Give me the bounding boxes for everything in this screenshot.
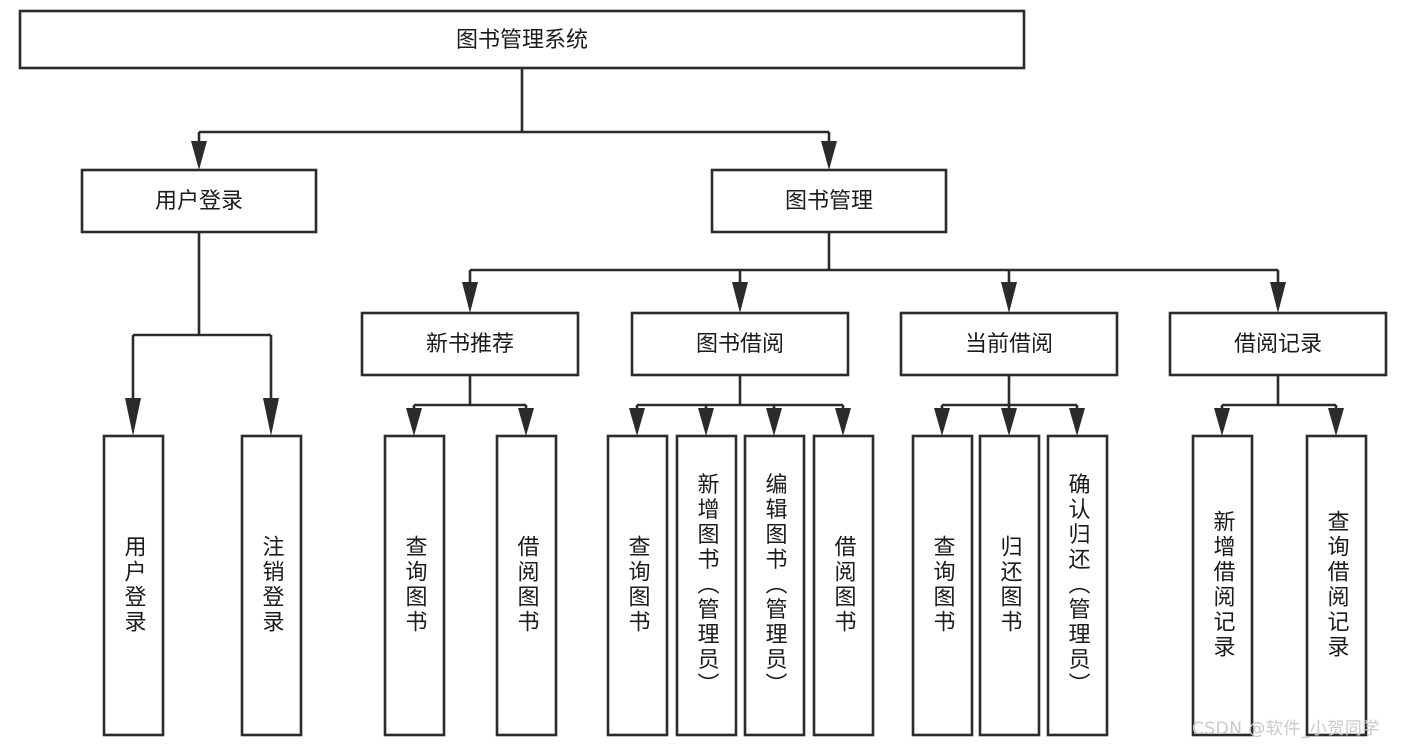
leaf-bb-borrow-book-box[interactable] bbox=[812, 434, 875, 737]
arrowhead-br-leaf-2 bbox=[1328, 408, 1344, 436]
leaf-node[interactable]: 查询图书 bbox=[606, 434, 669, 737]
leaf-br-add-record-label: 新增借阅记录 bbox=[1210, 510, 1236, 660]
leaf-node[interactable]: 借阅图书 bbox=[495, 434, 558, 737]
leaf-nb-borrow-book-label: 借阅图书 bbox=[514, 535, 540, 635]
leaf-node[interactable]: 查询借阅记录 bbox=[1305, 434, 1368, 737]
arrowhead-bm-to-current-borrow bbox=[1001, 282, 1017, 313]
node-borrow-record[interactable]: 借阅记录 bbox=[1168, 311, 1388, 377]
leaf-node[interactable]: 归还图书 bbox=[978, 434, 1041, 737]
leaf-node[interactable]: 用户登录 bbox=[102, 434, 165, 737]
node-book-manage-box[interactable] bbox=[710, 168, 948, 234]
leaf-cb-confirm-return-box[interactable] bbox=[1046, 434, 1109, 737]
leaf-bb-query-book-box[interactable] bbox=[606, 434, 669, 737]
leaf-br-add-record-box[interactable] bbox=[1191, 434, 1254, 737]
leaf-user-login-box[interactable] bbox=[102, 434, 165, 737]
leaf-cb-confirm-return-label: 确认归还（管理员） bbox=[1065, 473, 1091, 698]
leaf-cb-return-book-label: 归还图书 bbox=[997, 535, 1023, 635]
node-user-login-label: 用户登录 bbox=[155, 189, 243, 214]
connector-group-user-login bbox=[125, 232, 279, 436]
leaf-node[interactable]: 查询图书 bbox=[383, 434, 446, 737]
csdn-watermark: CSDN @软件_小贺同学 bbox=[1192, 719, 1380, 739]
leaf-bb-edit-book-box[interactable] bbox=[743, 434, 806, 737]
node-current-borrow-label: 当前借阅 bbox=[965, 332, 1053, 357]
leaf-br-query-record-box[interactable] bbox=[1305, 434, 1368, 737]
leaf-bb-add-book-label: 新增图书（管理员） bbox=[694, 473, 720, 698]
node-book-borrow-box[interactable] bbox=[630, 311, 850, 377]
connector-group-root bbox=[191, 68, 837, 170]
leaf-bb-borrow-book-label: 借阅图书 bbox=[831, 535, 857, 635]
node-user-login[interactable]: 用户登录 bbox=[80, 168, 318, 234]
node-book-manage[interactable]: 图书管理 bbox=[710, 168, 948, 234]
arrowhead-bb-leaf-4 bbox=[835, 408, 851, 436]
arrowhead-user-login-leaf-2 bbox=[263, 398, 279, 436]
leaf-nb-query-book-label: 查询图书 bbox=[402, 535, 428, 635]
leaf-bb-query-book-label: 查询图书 bbox=[625, 535, 651, 635]
node-new-book-recommend[interactable]: 新书推荐 bbox=[360, 311, 580, 377]
node-borrow-record-box[interactable] bbox=[1168, 311, 1388, 377]
leaf-node[interactable]: 注销登录 bbox=[240, 434, 303, 737]
arrowhead-bm-to-borrow-record bbox=[1270, 282, 1286, 313]
arrowhead-cb-leaf-1 bbox=[934, 408, 950, 436]
arrowhead-bb-leaf-1 bbox=[629, 408, 645, 436]
node-user-login-box[interactable] bbox=[80, 168, 318, 234]
leaf-node[interactable]: 新增图书（管理员） bbox=[675, 434, 738, 737]
leaf-nb-borrow-book-box[interactable] bbox=[495, 434, 558, 737]
leaf-user-logout-box[interactable] bbox=[240, 434, 303, 737]
leaf-bb-add-book-box[interactable] bbox=[675, 434, 738, 737]
node-root-label: 图书管理系统 bbox=[456, 28, 588, 53]
node-new-book-recommend-label: 新书推荐 bbox=[426, 332, 514, 357]
leaf-node[interactable]: 新增借阅记录 bbox=[1191, 434, 1254, 737]
arrowhead-bm-to-new-book bbox=[462, 282, 478, 313]
leaf-cb-return-book-box[interactable] bbox=[978, 434, 1041, 737]
leaf-node[interactable]: 编辑图书（管理员） bbox=[743, 434, 806, 737]
arrowhead-bb-leaf-2 bbox=[698, 408, 714, 436]
arrowhead-root-to-book-manage bbox=[821, 141, 837, 170]
leaf-node[interactable]: 确认归还（管理员） bbox=[1046, 434, 1109, 737]
connector-group-book-manage bbox=[462, 232, 1286, 313]
node-root[interactable]: 图书管理系统 bbox=[18, 9, 1026, 70]
node-current-borrow-box[interactable] bbox=[899, 311, 1119, 377]
connector-group-book-borrow bbox=[629, 375, 851, 436]
leaf-node[interactable]: 查询图书 bbox=[911, 434, 974, 737]
arrowhead-bb-leaf-3 bbox=[766, 408, 782, 436]
leaf-cb-query-book-label: 查询图书 bbox=[930, 535, 956, 635]
node-book-manage-label: 图书管理 bbox=[785, 189, 873, 214]
node-book-borrow-label: 图书借阅 bbox=[696, 332, 784, 357]
connector-group-borrow-record bbox=[1214, 375, 1344, 436]
arrowhead-root-to-user-login bbox=[191, 141, 207, 170]
arrowhead-user-login-leaf-1 bbox=[125, 398, 141, 436]
arrowhead-cb-leaf-2 bbox=[1001, 408, 1017, 436]
leaf-user-login-label: 用户登录 bbox=[121, 535, 147, 635]
node-root-box[interactable] bbox=[18, 9, 1026, 70]
leaf-user-logout-label: 注销登录 bbox=[259, 535, 285, 635]
arrowhead-nb-leaf-2 bbox=[518, 408, 534, 436]
connector-group-current-borrow bbox=[934, 375, 1085, 436]
arrowhead-cb-leaf-3 bbox=[1069, 408, 1085, 436]
leaf-br-query-record-label: 查询借阅记录 bbox=[1324, 510, 1350, 660]
leaf-nb-query-book-box[interactable] bbox=[383, 434, 446, 737]
arrowhead-nb-leaf-1 bbox=[406, 408, 422, 436]
node-current-borrow[interactable]: 当前借阅 bbox=[899, 311, 1119, 377]
leaf-cb-query-book-box[interactable] bbox=[911, 434, 974, 737]
arrowhead-br-leaf-1 bbox=[1214, 408, 1230, 436]
node-book-borrow[interactable]: 图书借阅 bbox=[630, 311, 850, 377]
connector-group-new-book bbox=[406, 375, 534, 436]
arrowhead-bm-to-book-borrow bbox=[732, 282, 748, 313]
node-new-book-recommend-box[interactable] bbox=[360, 311, 580, 377]
leaf-bb-edit-book-label: 编辑图书（管理员） bbox=[762, 473, 788, 698]
leaf-node[interactable]: 借阅图书 bbox=[812, 434, 875, 737]
node-borrow-record-label: 借阅记录 bbox=[1234, 332, 1322, 357]
